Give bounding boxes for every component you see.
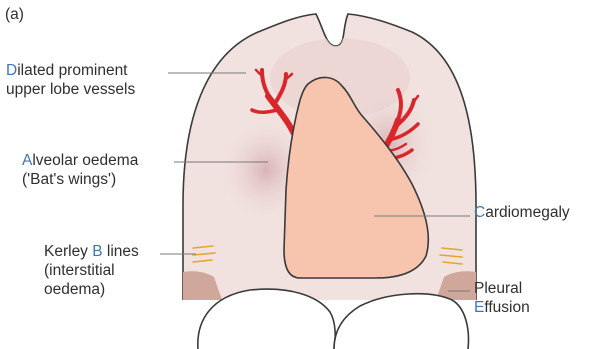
label-pleural-line1: Pleural [474, 279, 530, 298]
label-dilated-vessels: Dilated prominent upper lobe vessels [6, 61, 135, 99]
label-kerley-line3: oedema) [44, 280, 139, 299]
label-dilated-rest: ilated prominent [17, 62, 127, 79]
label-kerley-initial: B [92, 243, 102, 260]
label-kerley-b-lines: Kerley B lines (interstitial oedema) [44, 242, 139, 299]
label-kerley-line2: (interstitial [44, 261, 139, 280]
label-alveolar-initial: A [22, 152, 32, 169]
label-dilated-initial: D [6, 62, 17, 79]
label-pleural-rest: ffusion [484, 299, 529, 316]
label-alveolar-oedema: Alveolar oedema ('Bat's wings') [22, 151, 138, 189]
label-dilated-line2: upper lobe vessels [6, 80, 135, 99]
panel-label: (a) [5, 5, 24, 24]
label-pleural-effusion: Pleural Effusion [474, 279, 530, 317]
label-pleural-initial: E [474, 299, 484, 316]
label-cardio-rest: ardiomegaly [485, 204, 569, 221]
label-kerley-after: lines [103, 243, 139, 260]
label-alveolar-line2: ('Bat's wings') [22, 170, 138, 189]
label-alveolar-rest: lveolar oedema [32, 152, 138, 169]
label-cardio-initial: C [474, 204, 485, 221]
label-kerley-before: Kerley [44, 243, 92, 260]
diaphragm-right [334, 294, 468, 349]
label-cardiomegaly: Cardiomegaly [474, 203, 570, 222]
